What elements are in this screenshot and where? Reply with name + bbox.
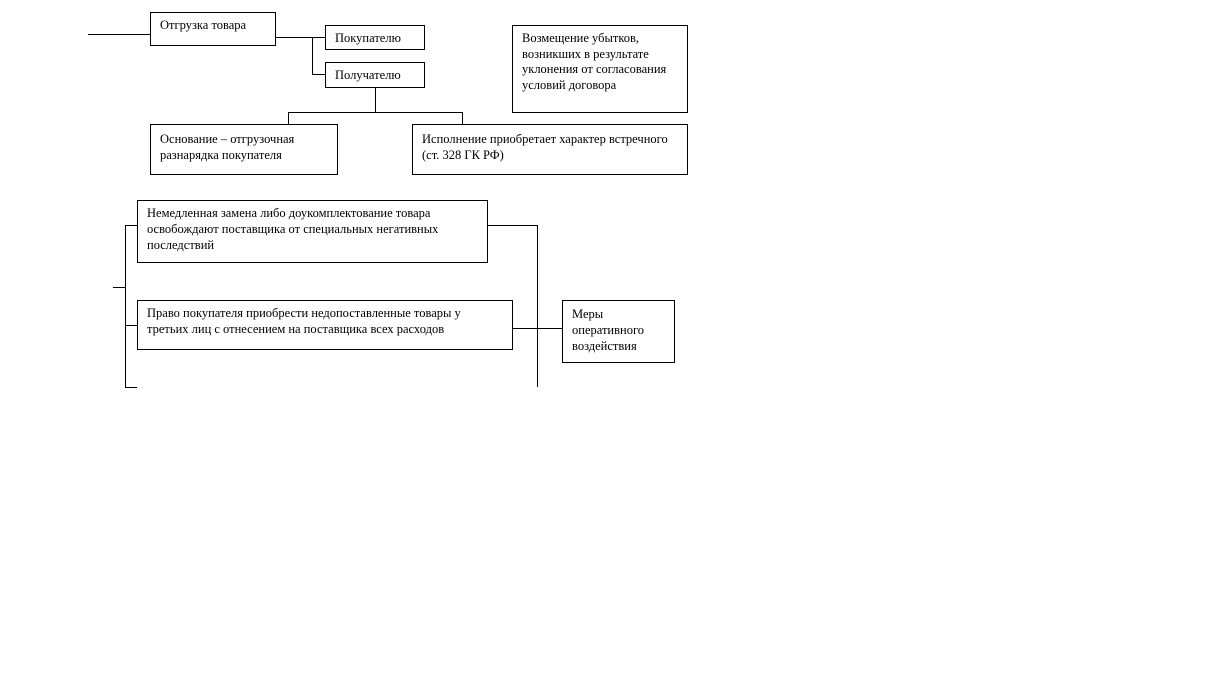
box-pravo-pokupatelya: Право покупателя приобрести недопоставле… (137, 300, 513, 350)
connector-to-osnovanie (288, 112, 289, 125)
box-mery-operativnogo-vozdeystviya: Меры оперативного воздействия (562, 300, 675, 363)
connector-branch-vertical (312, 37, 313, 75)
box-poluchatelyu: Получателю (325, 62, 425, 88)
connector-to-pravo (125, 325, 138, 326)
connector-left-bottom (125, 387, 137, 388)
connector-left-stub (113, 287, 125, 288)
connector-split-horizontal (288, 112, 462, 113)
connector-poluchatelyu-down (375, 87, 376, 112)
box-pokupatelyu: Покупателю (325, 25, 425, 50)
box-vozmeshchenie-ubytkov: Возмещение убытков, возникших в результа… (512, 25, 688, 113)
connector-to-pokupatelyu (312, 37, 325, 38)
connector-to-poluchatelyu (312, 74, 325, 75)
connector-left-bracket (125, 225, 126, 387)
connector-right-bracket (537, 225, 538, 387)
connector-to-zamena (125, 225, 138, 226)
box-osnovanie: Основание – отгрузочная разнарядка покуп… (150, 124, 338, 175)
connector-zamena-right (487, 225, 538, 226)
connector-left-to-otgruzka (88, 34, 150, 35)
box-ispolnenie: Исполнение приобретает характер встречно… (412, 124, 688, 175)
box-otgruzka-tovara: Отгрузка товара (150, 12, 276, 46)
connector-pravo-to-mery (512, 328, 563, 329)
connector-to-ispolnenie (462, 112, 463, 125)
connector-otgruzka-right (275, 37, 313, 38)
box-zamena-tovara: Немедленная замена либо доукомплектовани… (137, 200, 488, 263)
